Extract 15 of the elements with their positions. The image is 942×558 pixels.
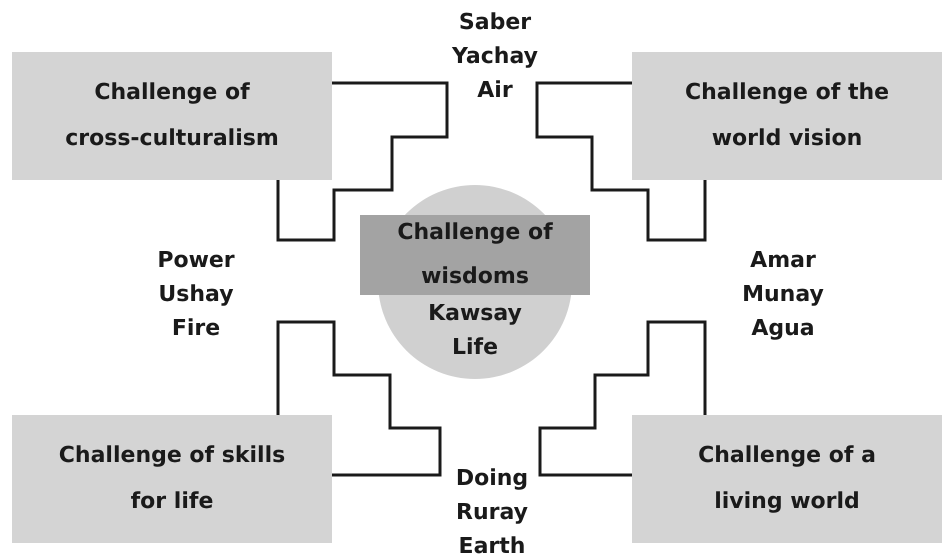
element-label: Power Ushay Fire (156, 247, 236, 343)
node-text: Kawsay Life (427, 300, 523, 362)
node-text: Challenge of skills for life (58, 442, 286, 516)
node-text: Challenge of the world vision (684, 79, 890, 153)
element-label: Doing Ruray Earth (454, 465, 530, 558)
challenge-box (632, 52, 942, 180)
node-text: Challenge of wisdoms (396, 219, 554, 291)
node-text: Challenge of a living world (697, 442, 877, 516)
element-label: Amar Munay Agua (741, 247, 825, 343)
element-label: Saber Yachay Air (451, 9, 539, 105)
node-text: Challenge of cross-culturalism (64, 79, 280, 153)
challenge-box (12, 415, 332, 543)
challenge-box (632, 415, 942, 543)
center-box (360, 215, 590, 295)
challenge-box (12, 52, 332, 180)
